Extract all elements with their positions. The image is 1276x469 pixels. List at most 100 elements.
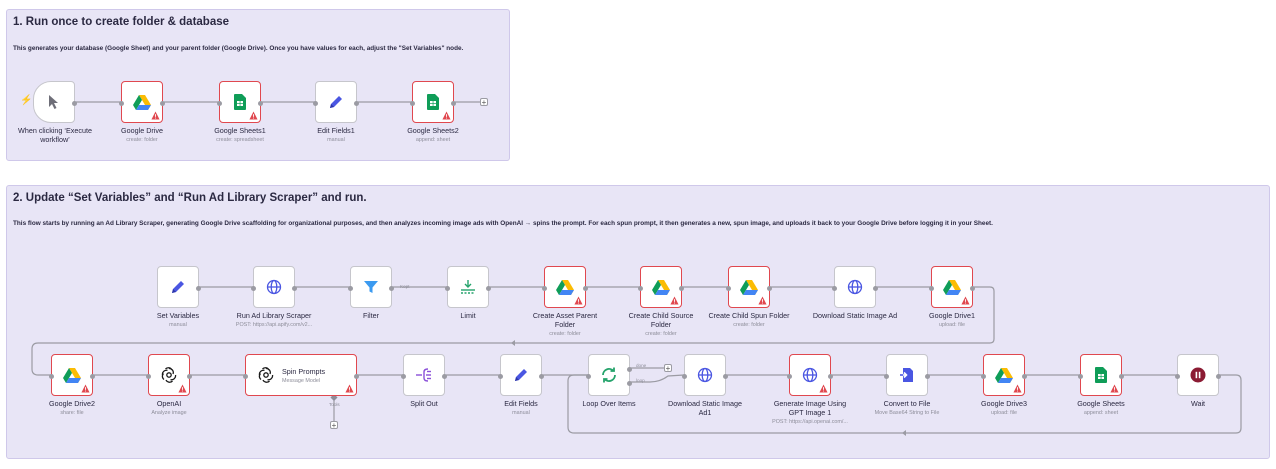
warning-icon [1013, 384, 1022, 393]
input-port[interactable] [445, 285, 450, 291]
node-label: Edit Fields [504, 399, 538, 408]
node-execute-trigger[interactable] [33, 81, 77, 123]
input-port[interactable] [929, 285, 934, 291]
output-port[interactable] [828, 373, 833, 379]
done-output-port[interactable] [627, 366, 632, 372]
output-port[interactable] [442, 373, 447, 379]
node-spin-prompts[interactable]: Spin Prompts Message Model [243, 354, 359, 396]
output-port[interactable] [1216, 373, 1221, 379]
node-subtitle: upload: file [990, 410, 1018, 416]
output-port[interactable] [90, 373, 95, 379]
node-subtitle: create: folder [549, 331, 581, 337]
node-download-static-image-ad[interactable] [832, 266, 878, 308]
input-port[interactable] [119, 100, 124, 106]
node-google-drive2[interactable] [49, 354, 95, 396]
node-edit-fields[interactable] [498, 354, 544, 396]
input-port[interactable] [1078, 373, 1083, 379]
input-port[interactable] [410, 100, 415, 106]
node-edit-fields1[interactable] [313, 81, 359, 123]
add-node-button[interactable]: + [480, 98, 488, 107]
node-limit[interactable] [445, 266, 491, 308]
node-openai[interactable] [146, 354, 192, 396]
input-port[interactable] [49, 373, 54, 379]
output-port[interactable] [539, 373, 544, 379]
pencil-icon [330, 96, 342, 108]
output-port[interactable] [583, 285, 588, 291]
node-google-sheets[interactable] [1078, 354, 1124, 396]
node-label: Google Drive2 [49, 399, 95, 408]
output-port[interactable] [925, 373, 930, 379]
warning-icon [81, 384, 90, 393]
output-port[interactable] [258, 100, 263, 106]
input-port[interactable] [981, 373, 986, 379]
google-drive-icon [740, 280, 758, 295]
node-set-variables[interactable] [157, 266, 201, 308]
output-port[interactable] [451, 100, 456, 106]
pencil-icon [515, 369, 527, 381]
node-create-asset-parent-folder[interactable] [542, 266, 588, 308]
node-create-child-spun-folder[interactable] [726, 266, 772, 308]
input-port[interactable] [146, 373, 151, 379]
input-port[interactable] [884, 373, 889, 379]
output-port[interactable] [160, 100, 165, 106]
input-port[interactable] [542, 285, 547, 291]
output-port[interactable] [679, 285, 684, 291]
node-generate-image-gpt[interactable] [787, 354, 833, 396]
output-port[interactable] [354, 373, 359, 379]
output-port[interactable] [767, 285, 772, 291]
node-google-drive[interactable] [119, 81, 165, 123]
input-port[interactable] [313, 100, 318, 106]
node-google-drive3[interactable] [981, 354, 1027, 396]
node-subtitle: Analyze image [151, 410, 187, 416]
node-create-child-source-folder[interactable] [638, 266, 684, 308]
input-port[interactable] [251, 285, 256, 291]
node-label: OpenAI [156, 399, 182, 408]
node-convert-to-file[interactable] [884, 354, 930, 396]
node-download-static-image-ad1[interactable] [682, 354, 728, 396]
input-port[interactable] [787, 373, 792, 379]
warning-icon [670, 296, 679, 305]
output-port[interactable] [723, 373, 728, 379]
input-port[interactable] [638, 285, 643, 291]
input-port[interactable] [217, 100, 222, 106]
node-split-out[interactable] [401, 354, 447, 396]
input-port[interactable] [1175, 373, 1180, 379]
add-tool-button[interactable]: + [330, 421, 338, 430]
warning-icon [819, 384, 828, 393]
output-port[interactable] [1119, 373, 1124, 379]
node-run-ad-library-scraper[interactable] [251, 266, 297, 308]
input-port[interactable] [243, 373, 248, 379]
add-node-button[interactable]: + [664, 364, 672, 373]
input-port[interactable] [682, 373, 687, 379]
output-port[interactable] [354, 100, 359, 106]
node-google-drive1[interactable] [929, 266, 975, 308]
output-port[interactable] [873, 285, 878, 291]
input-port[interactable] [401, 373, 406, 379]
input-port[interactable] [498, 373, 503, 379]
node-filter[interactable] [348, 266, 394, 308]
output-port[interactable] [1022, 373, 1027, 379]
node-subtitle: POST: https://api.openai.com/... [772, 419, 848, 425]
input-port[interactable] [832, 285, 837, 291]
input-port[interactable] [348, 285, 353, 291]
node-subtitle: Move Base64 String to File [874, 410, 940, 416]
loop-output-port[interactable] [627, 380, 632, 386]
node-subtitle: create: folder [733, 322, 765, 328]
input-port[interactable] [586, 373, 591, 379]
node-wait[interactable] [1175, 354, 1221, 396]
output-port[interactable] [486, 285, 491, 291]
output-port[interactable] [196, 285, 201, 291]
loop-icon [602, 367, 616, 383]
node-subtitle: create: spreadsheet [216, 137, 264, 143]
output-port[interactable] [187, 373, 192, 379]
output-port[interactable] [292, 285, 297, 291]
output-port[interactable] [970, 285, 975, 291]
spin-prompts-text: Spin Prompts Message Model [282, 367, 325, 384]
node-label: Download Static Image Ad [812, 311, 898, 320]
input-port[interactable] [726, 285, 731, 291]
node-google-sheets1[interactable] [217, 81, 263, 123]
output-port[interactable] [72, 100, 77, 106]
node-loop-over-items[interactable] [586, 354, 632, 396]
node-google-sheets2[interactable] [410, 81, 456, 123]
output-port[interactable] [389, 285, 394, 291]
